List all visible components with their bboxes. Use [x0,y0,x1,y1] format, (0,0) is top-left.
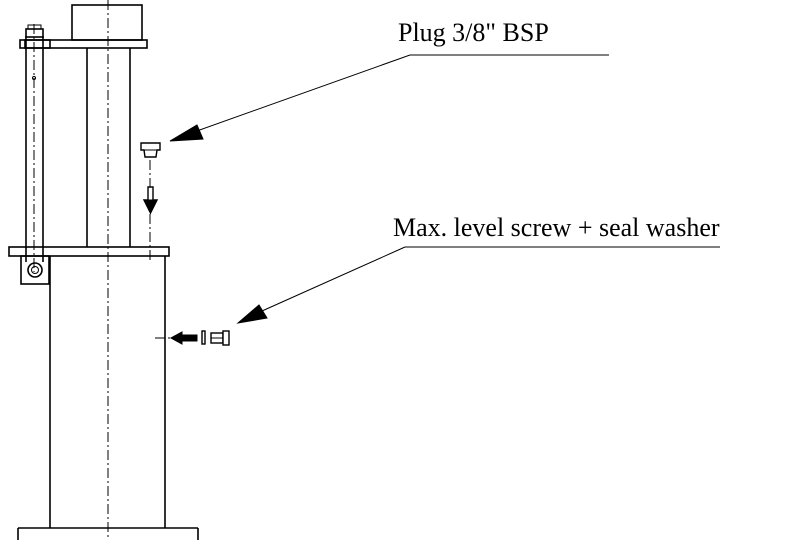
rod-nut [25,24,44,80]
level-screw-callout-label: Max. level screw + seal washer [393,213,720,242]
plug-callout-label: Plug 3/8" BSP [398,18,549,47]
lower-cylinder [49,256,166,528]
plug-leader [169,54,609,142]
level-screw-part [155,330,230,346]
middle-flange [8,246,170,257]
upper-cylinder [86,48,131,247]
level-leader [236,246,720,324]
top-cap [24,4,148,49]
tie-rod [19,24,51,272]
down-arrow [142,186,159,215]
pivot-bracket [20,255,50,285]
